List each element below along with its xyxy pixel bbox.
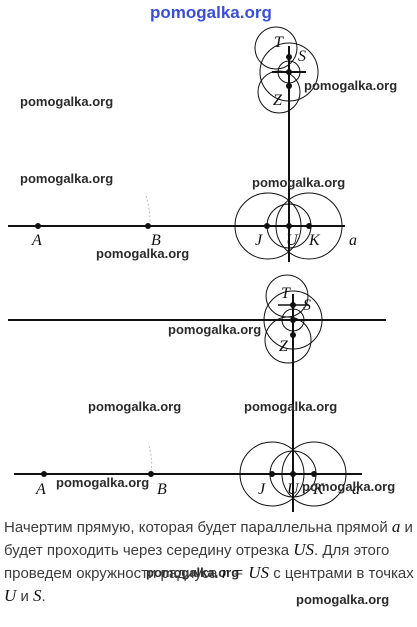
watermark: pomogalka.org <box>88 399 181 414</box>
point-z-1 <box>286 83 292 89</box>
point-j-1 <box>264 223 270 229</box>
watermark: pomogalka.org <box>168 322 261 337</box>
circle-k-1 <box>275 192 343 260</box>
circle-z-1 <box>257 70 301 114</box>
point-u-1 <box>286 223 292 229</box>
label-z-2: Z <box>279 338 289 355</box>
math-var-us: US <box>293 540 314 559</box>
label-z-1: Z <box>273 92 283 109</box>
faint-arc-1 <box>145 195 151 223</box>
label-a-point-2: A <box>35 481 46 498</box>
label-line-a-2: a <box>352 481 360 498</box>
watermark: pomogalka.org <box>296 592 389 607</box>
label-s-2: S <box>303 297 311 314</box>
caption-part: и <box>16 588 33 605</box>
point-s-2 <box>290 317 296 323</box>
point-b-2 <box>148 471 154 477</box>
point-t-2 <box>290 302 296 308</box>
circle-s-2 <box>263 290 323 350</box>
watermark: pomogalka.org <box>20 171 113 186</box>
point-s-1 <box>286 69 292 75</box>
circle-s-1 <box>259 42 319 102</box>
label-b-2: B <box>157 481 167 498</box>
figure-2-points <box>41 302 317 477</box>
figure-1-points <box>35 54 312 229</box>
label-j-2: J <box>258 481 266 498</box>
watermark: pomogalka.org <box>96 246 189 261</box>
circle-z-2 <box>264 316 312 364</box>
circle-j-2 <box>239 441 305 507</box>
point-b-1 <box>145 223 151 229</box>
label-s-1: S <box>298 48 306 65</box>
circle-j-1 <box>234 192 302 260</box>
math-var-u: U <box>4 586 17 605</box>
label-k-2: K <box>312 481 325 498</box>
point-k-1 <box>306 223 312 229</box>
label-line-a-1: a <box>349 232 357 249</box>
label-u-2: U <box>287 481 300 498</box>
point-a-2 <box>41 471 47 477</box>
math-var-a: a <box>391 517 401 536</box>
watermark-top: pomogalka.org <box>150 3 272 22</box>
label-u-1: U <box>286 232 299 249</box>
point-z-2 <box>290 332 296 338</box>
math-var-s: S <box>33 586 42 605</box>
caption-part: с центрами в точках <box>269 565 414 582</box>
label-a-point-1: A <box>31 232 42 249</box>
circle-k-2 <box>281 441 347 507</box>
math-formula: r = US <box>221 563 270 582</box>
circle-small-2 <box>281 308 305 332</box>
label-k-1: K <box>308 232 321 249</box>
figure-1 <box>8 26 345 262</box>
label-b-1: B <box>151 232 161 249</box>
point-a-1 <box>35 223 41 229</box>
point-u-2 <box>290 471 296 477</box>
caption-part: и будет проходить через середину отрезка <box>4 519 413 559</box>
watermark: pomogalka.org <box>146 565 239 580</box>
label-j-1: J <box>255 232 263 249</box>
caption-part: . <box>41 588 46 605</box>
watermark: pomogalka.org <box>302 479 395 494</box>
watermark: pomogalka.org <box>304 78 397 93</box>
faint-arc-2 <box>148 445 153 474</box>
watermark: pomogalka.org <box>252 175 345 190</box>
caption-part: Начертим прямую, которая будет параллель… <box>4 519 392 536</box>
point-k-2 <box>311 471 317 477</box>
point-t-1 <box>286 54 292 60</box>
circle-t-1 <box>254 26 298 70</box>
watermark: pomogalka.org <box>20 94 113 109</box>
watermark: pomogalka.org <box>56 475 149 490</box>
label-t-2: T <box>281 285 291 302</box>
explanation-text: Начертим прямую, которая будет параллель… <box>4 516 414 608</box>
watermark: pomogalka.org <box>244 399 337 414</box>
caption-part: . Для этого проведем окружности радиуса <box>4 542 390 582</box>
label-t-1: T <box>274 34 284 51</box>
point-j-2 <box>269 471 275 477</box>
